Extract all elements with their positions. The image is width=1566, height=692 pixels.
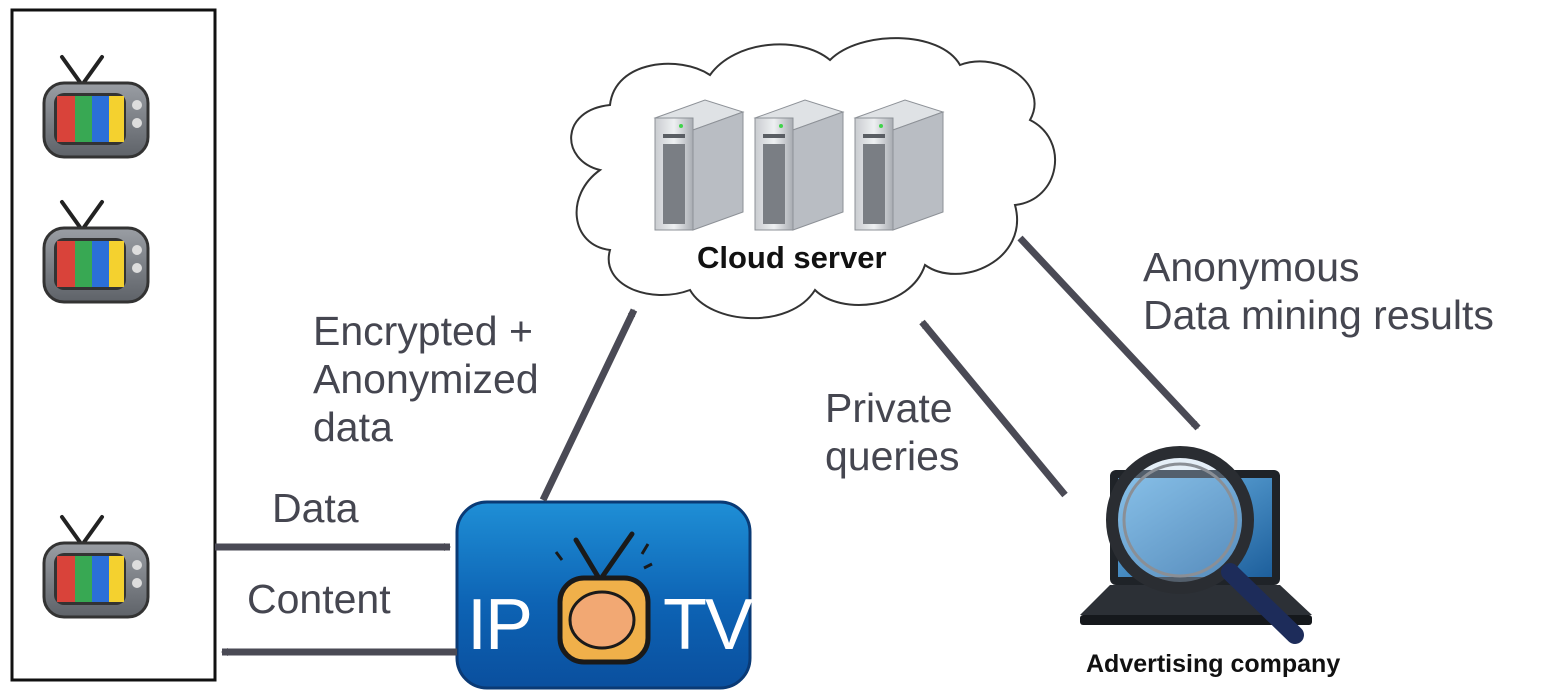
arrow-advertiser-to-cloud bbox=[919, 319, 1068, 498]
tv-logo-icon bbox=[554, 531, 653, 665]
arrow-iptv-to-cloud bbox=[539, 308, 638, 502]
edge-label-line: Encrypted + bbox=[313, 308, 533, 354]
tv-icon bbox=[42, 55, 150, 159]
advertising-company-label: Advertising company bbox=[1086, 650, 1341, 678]
server-icon bbox=[753, 99, 845, 231]
tv-icon bbox=[42, 200, 150, 304]
arrow-cloud-to-advertiser bbox=[1017, 235, 1201, 431]
magnifier-icon bbox=[1106, 446, 1304, 644]
edge-label-content: Content bbox=[247, 576, 391, 622]
edge-label-line: Anonymized bbox=[313, 356, 539, 402]
cloud-server-label: Cloud server bbox=[697, 240, 887, 275]
edge-label-encrypted-anonymized-data: Encrypted + Anonymized data bbox=[313, 307, 539, 451]
iptv-logo-left: IP bbox=[467, 585, 533, 665]
edge-label-line: data bbox=[313, 404, 393, 450]
server-icon bbox=[653, 99, 745, 231]
edge-label-private-queries: Private queries bbox=[825, 384, 959, 480]
edge-label-line: Private bbox=[825, 385, 953, 431]
edge-label-anonymous-results: Anonymous Data mining results bbox=[1143, 243, 1494, 339]
edge-label-line: Data mining results bbox=[1143, 292, 1494, 338]
edge-label-line: Anonymous bbox=[1143, 244, 1360, 290]
iptv-logo-right: TV bbox=[663, 585, 753, 665]
edge-label-line: queries bbox=[825, 433, 960, 479]
server-icon bbox=[853, 99, 945, 231]
edge-label-data: Data bbox=[272, 485, 359, 531]
tv-icon bbox=[42, 515, 150, 619]
